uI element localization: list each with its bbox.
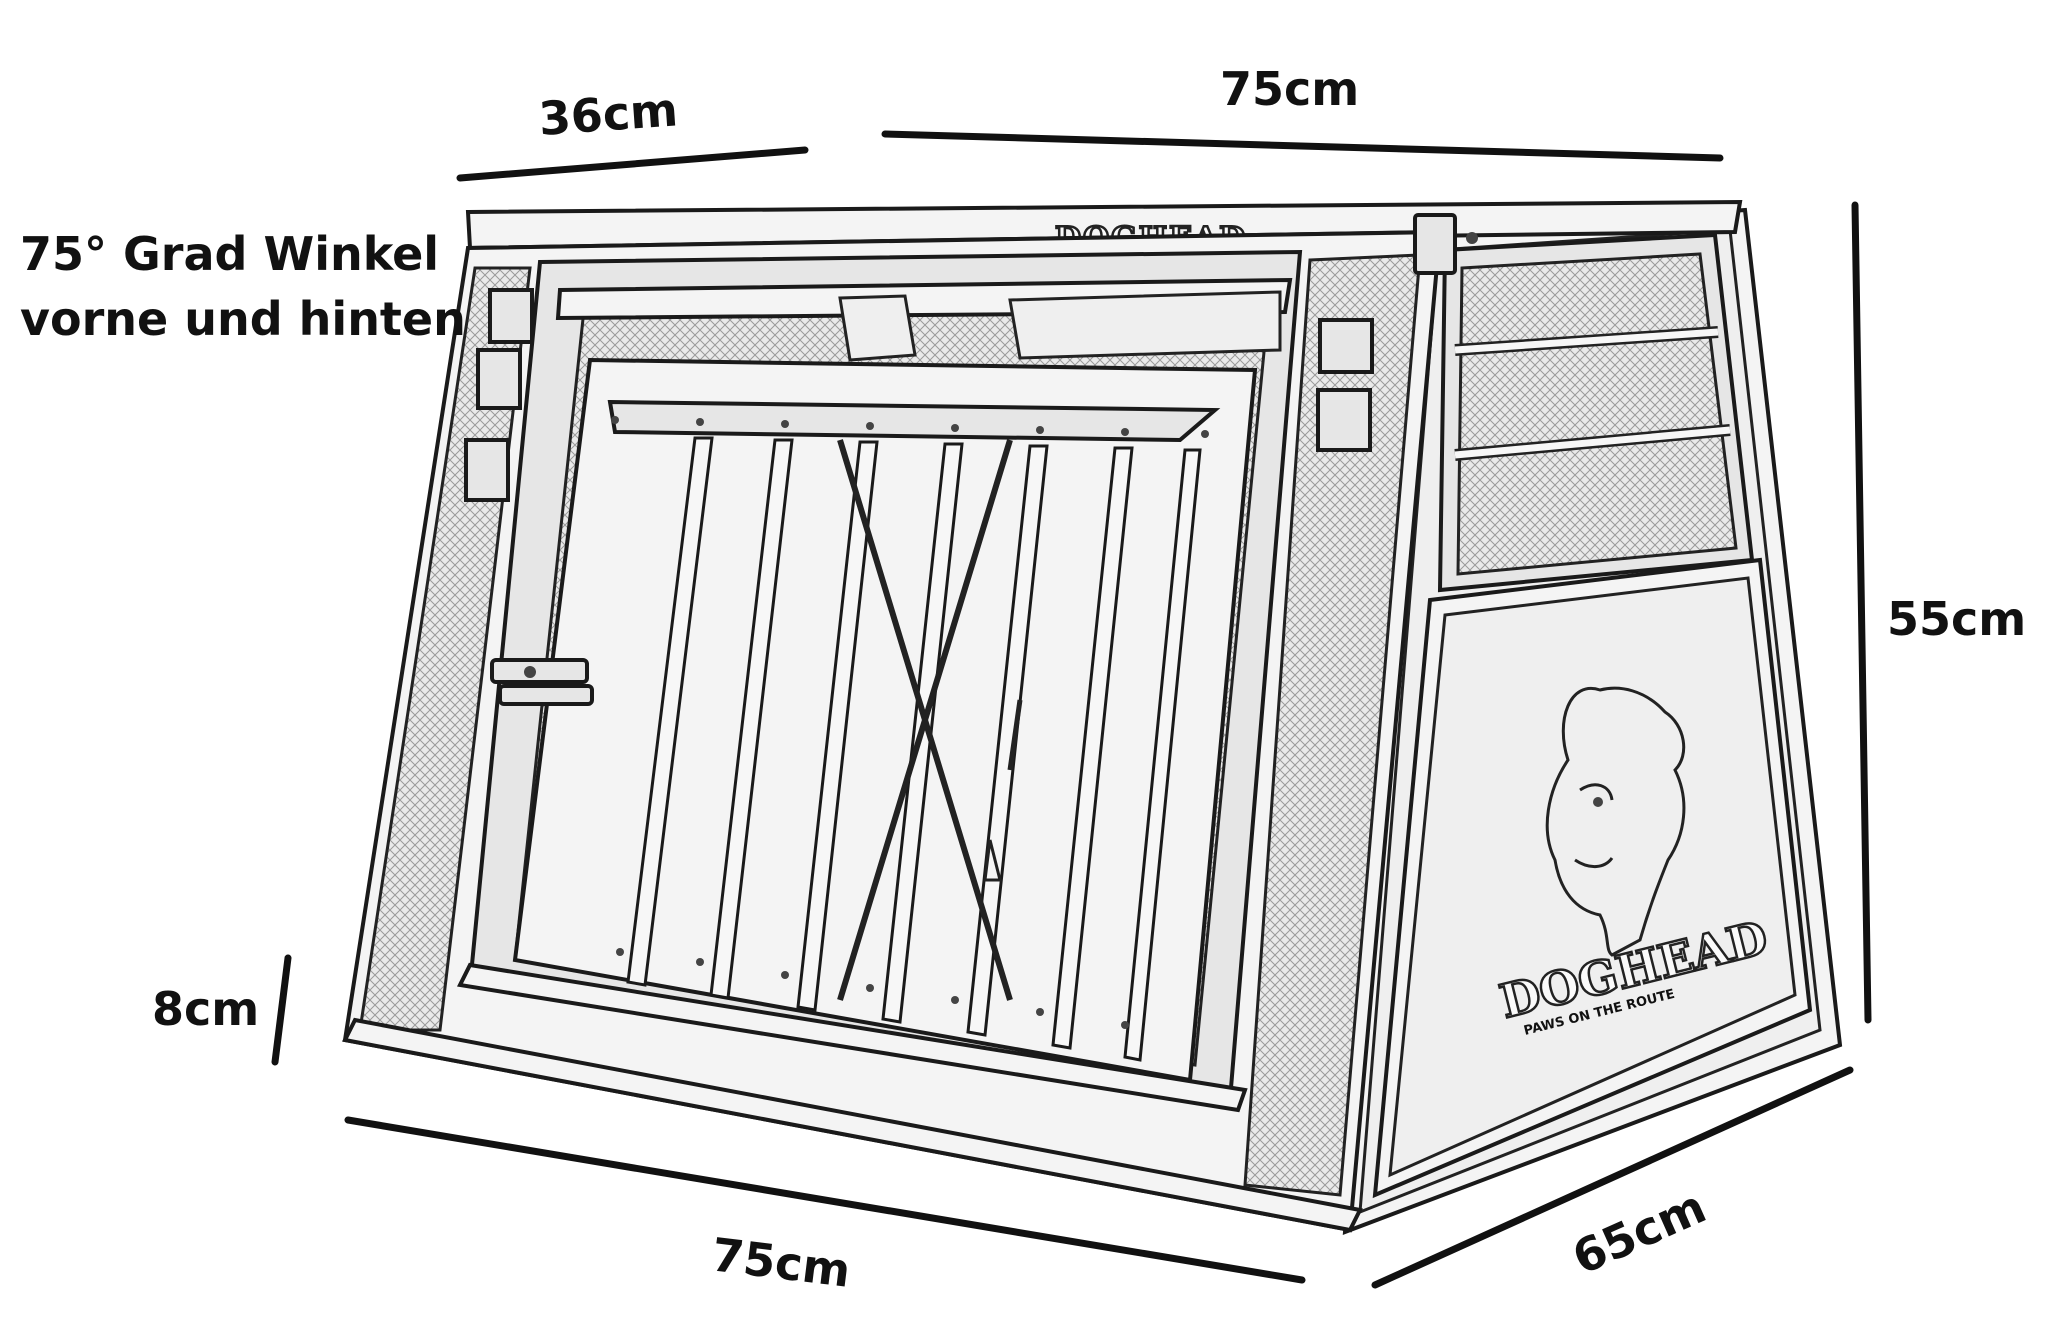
dog-crate: DOGHEAD PAWS ON THE ROUTE DOGHEAD [342,199,1843,1235]
door-bars [626,436,1202,1062]
bottom-width-line [344,1116,1306,1284]
height-label: 55cm [1887,592,2026,646]
bottom-depth-label: 65cm [1565,1179,1714,1285]
angle-note-line2: vorne und hinten [20,292,466,346]
top-width-line [881,130,1724,162]
top-hinge [1413,213,1478,275]
top-depth-line [456,146,809,182]
door-latch [490,658,594,706]
side-panel: DOGHEAD PAWS ON THE ROUTE [1342,207,1843,1235]
top-depth-label: 36cm [537,82,680,146]
crate-door [490,357,1258,1083]
dimension-annotations: 36cm 75cm 55cm 8cm 75cm 65cm [152,62,2026,1298]
bottom-offset-line [271,954,292,1066]
bottom-depth-line [1371,1066,1854,1289]
bottom-offset-label: 8cm [152,982,259,1036]
angle-note-line1: 75° Grad Winkel [20,227,439,281]
door-rivets [611,416,1209,1029]
dog-head-emblem [1545,686,1686,957]
angle-note: 75° Grad Winkel vorne und hinten [20,227,466,346]
bottom-width-label: 75cm [709,1227,854,1298]
height-line [1851,201,1872,1024]
top-width-label: 75cm [1220,62,1359,116]
